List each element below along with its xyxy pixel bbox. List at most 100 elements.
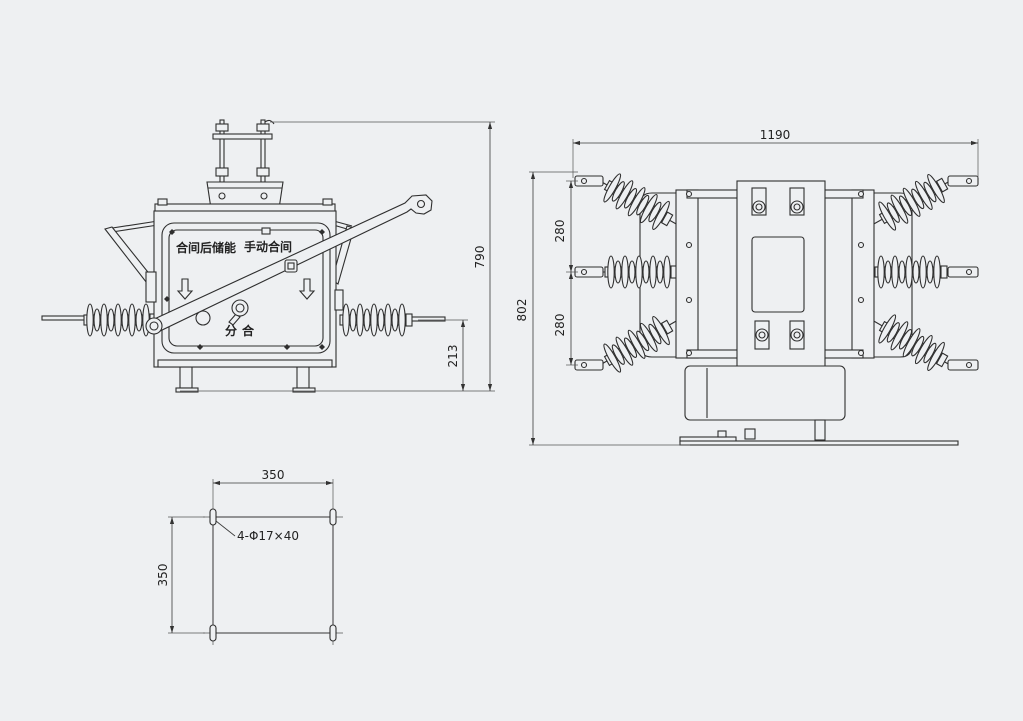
terminal-hole: [580, 268, 588, 276]
dim-280-lower-text: 280: [553, 314, 567, 337]
operating-mechanism-tank: [684, 365, 846, 421]
terminal-right-top: [947, 175, 979, 187]
corner-block-left: [157, 198, 168, 206]
terminal-left-top: [574, 175, 604, 187]
rear-operating-shaft: [195, 310, 211, 326]
base-bracket-nut: [744, 428, 756, 440]
terminal-left-bottom: [574, 359, 604, 371]
slot-hole-bottom-left: [209, 624, 217, 642]
terminal-hole: [965, 361, 973, 369]
terminal-hole: [580, 177, 588, 185]
right-side-mechanism: [334, 289, 344, 311]
terminal-hole: [965, 268, 973, 276]
dim-213-text: 213: [446, 345, 460, 368]
dim-802-text: 802: [515, 299, 529, 322]
manual-close-shaft-square: [284, 259, 298, 273]
dim-1190-text: 1190: [760, 128, 791, 142]
terminal-right-bottom: [947, 359, 979, 371]
lever-pivot-pin: [149, 321, 159, 331]
insulator-left-top: [598, 170, 679, 235]
frame-bolt: [685, 190, 693, 198]
dim-280-upper-text: 280: [553, 220, 567, 243]
slot-hole-bottom-right: [329, 624, 337, 642]
left-frame-channel: [675, 189, 699, 359]
bolt-center: [758, 331, 766, 339]
panel-rivet: [197, 344, 203, 350]
lever-end-hole: [416, 199, 426, 209]
label-manual-close: 手动合间: [244, 239, 292, 254]
mounting-hole-plan: 350 350 4-Φ17×40: [156, 468, 343, 645]
terminal-right-middle: [947, 266, 979, 278]
frame-bolt: [857, 190, 865, 198]
base-bracket-bolt: [717, 430, 727, 438]
frame-bolt: [685, 241, 693, 249]
panel-rivet: [319, 229, 325, 235]
frame-bolt: [857, 296, 865, 304]
left-foot-plate: [175, 387, 199, 393]
right-frame-channel: [851, 189, 875, 359]
left-top-nut: [215, 123, 229, 132]
insulator-right-bottom: [873, 311, 954, 376]
slot-hole-top-right: [329, 508, 337, 526]
panel-indicator-slot: [261, 227, 271, 235]
left-brace-top: [105, 220, 159, 230]
left-side-mechanism: [145, 271, 157, 303]
central-mounting-plate: [736, 180, 826, 368]
front-panel-inner: [168, 229, 324, 347]
right-bushing-insulator: [339, 303, 413, 337]
rod-hook: [264, 119, 275, 125]
open-close-knob-center: [235, 303, 245, 313]
manual-close-shaft-inner: [287, 262, 295, 270]
terminal-left-middle: [574, 266, 604, 278]
tank-support-leg: [814, 419, 826, 441]
label-store-after-close: 合间后储能: [176, 240, 236, 255]
top-clamp-plate: [212, 133, 273, 140]
hole-spec-leader: [215, 520, 236, 537]
insulator-right-middle: [874, 255, 948, 289]
corner-block-right: [322, 198, 333, 206]
right-lower-nut: [256, 167, 270, 177]
right-top-nut: [256, 123, 270, 132]
dim-350-x-text: 350: [262, 468, 285, 482]
bracket-bolt-hole: [218, 192, 226, 200]
central-plate-window: [751, 236, 805, 313]
panel-rivet: [284, 344, 290, 350]
left-leg: [179, 365, 193, 389]
hole-spec-text: 4-Φ17×40: [237, 529, 299, 543]
slot-hole-top-left: [209, 508, 217, 526]
side-view: 1190 802 280 280: [515, 128, 979, 446]
right-leg: [296, 365, 310, 389]
front-view: 合间后储能 手动合间 分 合 790 213: [41, 119, 495, 393]
frame-bolt: [857, 241, 865, 249]
frame-bolt: [857, 349, 865, 357]
terminal-hole: [965, 177, 973, 185]
label-close: 合: [242, 323, 255, 338]
body-bottom-rim: [157, 359, 333, 368]
panel-rivet: [319, 344, 325, 350]
frame-bolt: [685, 349, 693, 357]
bracket-bolt-hole: [260, 192, 268, 200]
label-open: 分: [225, 323, 237, 338]
insulator-left-bottom: [598, 311, 679, 376]
base-plate: [679, 440, 959, 446]
left-bushing-insulator: [83, 303, 157, 337]
insulator-right-top: [873, 169, 954, 234]
right-foot-plate: [292, 387, 316, 393]
bolt-center: [793, 203, 801, 211]
left-conductor-rod: [41, 315, 89, 321]
terminal-hole: [580, 361, 588, 369]
panel-rivet: [164, 296, 170, 302]
bolt-center: [755, 203, 763, 211]
left-brace-top-inner: [111, 224, 159, 233]
insulator-left-middle: [604, 255, 678, 289]
left-lower-nut: [215, 167, 229, 177]
arrow-down-icon: [176, 278, 194, 300]
arrow-down-icon: [298, 278, 316, 300]
dim-350-y-text: 350: [156, 564, 170, 587]
dim-790-text: 790: [473, 246, 487, 269]
right-conductor-rod: [407, 316, 446, 322]
frame-bolt: [685, 296, 693, 304]
bolt-center: [793, 331, 801, 339]
panel-rivet: [169, 229, 175, 235]
